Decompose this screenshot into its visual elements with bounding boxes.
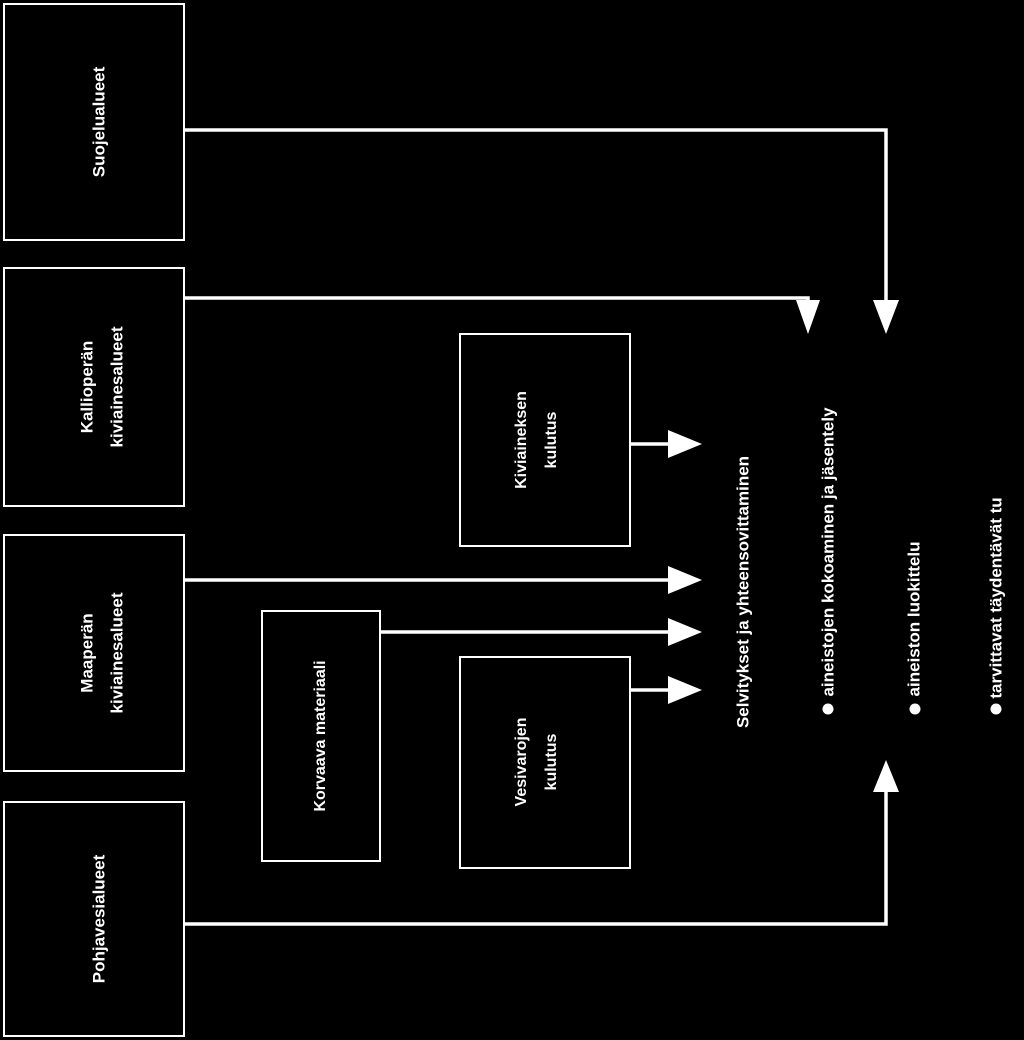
label-pohjavesialueet: Pohjavesialueet [89,854,108,983]
target-bullet-2: aineiston luokittelu [904,542,923,697]
label-korvaava-materiaali: Korvaava materiaali [312,660,329,811]
label-kallioperan: Kallioperän [77,341,96,434]
label-maaperan: Maaperän [77,613,96,692]
box-kiviaineksen-kulutus: Kiviaineksen kulutus [459,333,631,547]
box-korvaava-materiaali: Korvaava materiaali [261,610,381,862]
target-bullet-1: aineistojen kokoaminen ja jäsentely [818,407,837,697]
connector-pohjavesialueet [184,782,888,926]
label-kiviaineksen-kulutus: kulutus [543,411,560,468]
bullet-3 [990,703,1002,715]
arrow-kiviaineksen [668,430,702,458]
arrow-suojelualueet [873,300,899,334]
target-title: Selvitykset ja yhteensovittaminen [733,456,752,728]
label-kiviaineksen: Kiviaineksen [513,391,530,489]
arrow-vesivarojen [668,676,702,704]
label-vesivarojen: Vesivarojen [513,718,530,807]
connector-suojelualueet [184,128,888,312]
label-maaperan-kiviainesalueet: kiviainesalueet [107,592,126,713]
arrow-maaperan [668,566,702,594]
arrow-pohjavesialueet [873,760,899,792]
target-bullet-3: tarvittavat täydentävät tu [986,497,1005,698]
bullet-1 [822,703,834,715]
box-kallioperan-kiviainesalueet: Kallioperän kiviainesalueet [3,267,185,507]
label-kallioperan-kiviainesalueet: kiviainesalueet [107,326,126,447]
bullet-2 [909,703,921,715]
box-maaperan-kiviainesalueet: Maaperän kiviainesalueet [3,534,185,772]
label-vesivarojen-kulutus: kulutus [543,733,560,790]
box-pohjavesialueet: Pohjavesialueet [3,801,185,1037]
arrow-kallioperan [796,300,820,334]
label-suojelualueet: Suojelualueet [89,66,108,177]
box-vesivarojen-kulutus: Vesivarojen kulutus [459,656,631,869]
arrow-korvaava [668,618,702,646]
box-suojelualueet: Suojelualueet [3,3,185,241]
connector-kallioperan [184,296,810,310]
